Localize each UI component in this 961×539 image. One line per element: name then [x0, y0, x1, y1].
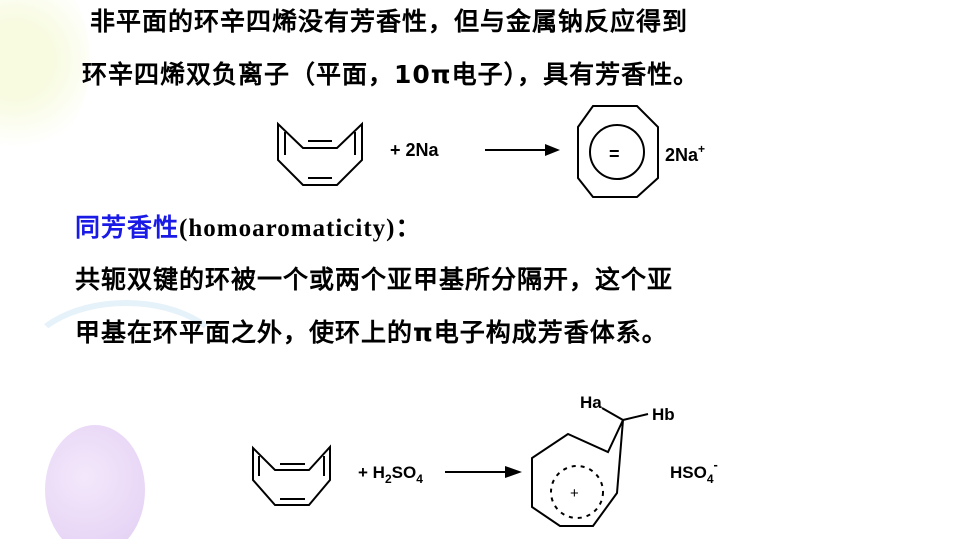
cyclooctatetraene-2	[252, 444, 331, 506]
decorative-swirl	[20, 300, 232, 432]
cyclooctatetraene-1	[277, 121, 363, 186]
paragraph-line: 环辛四烯双负离子（平面，10π电子），具有芳香性。	[82, 60, 700, 89]
label-ha: Ha	[580, 393, 602, 412]
section-heading: 同芳香性(homoaromaticity)：	[75, 213, 422, 242]
section-line: 共轭双键的环被一个或两个亚甲基所分隔开，这个亚	[75, 265, 674, 294]
dianion-charge: =	[609, 144, 620, 164]
label-hb: Hb	[652, 405, 675, 424]
paragraph-line: 非平面的环辛四烯没有芳香性，但与金属钠反应得到	[90, 7, 689, 36]
counterion: 2Na+	[665, 142, 705, 165]
cation-charge: +	[570, 485, 579, 502]
reagent-2na: + 2Na	[390, 140, 440, 160]
decorative-balloon	[45, 425, 145, 539]
reagent-h2so4: + H2SO4	[358, 463, 423, 486]
anion-hso4: HSO4-	[670, 457, 718, 486]
homotropylium-ring	[531, 419, 624, 527]
section-line: 甲基在环平面之外，使环上的π电子构成芳香体系。	[75, 318, 668, 347]
cot-dianion-ring	[577, 105, 659, 198]
